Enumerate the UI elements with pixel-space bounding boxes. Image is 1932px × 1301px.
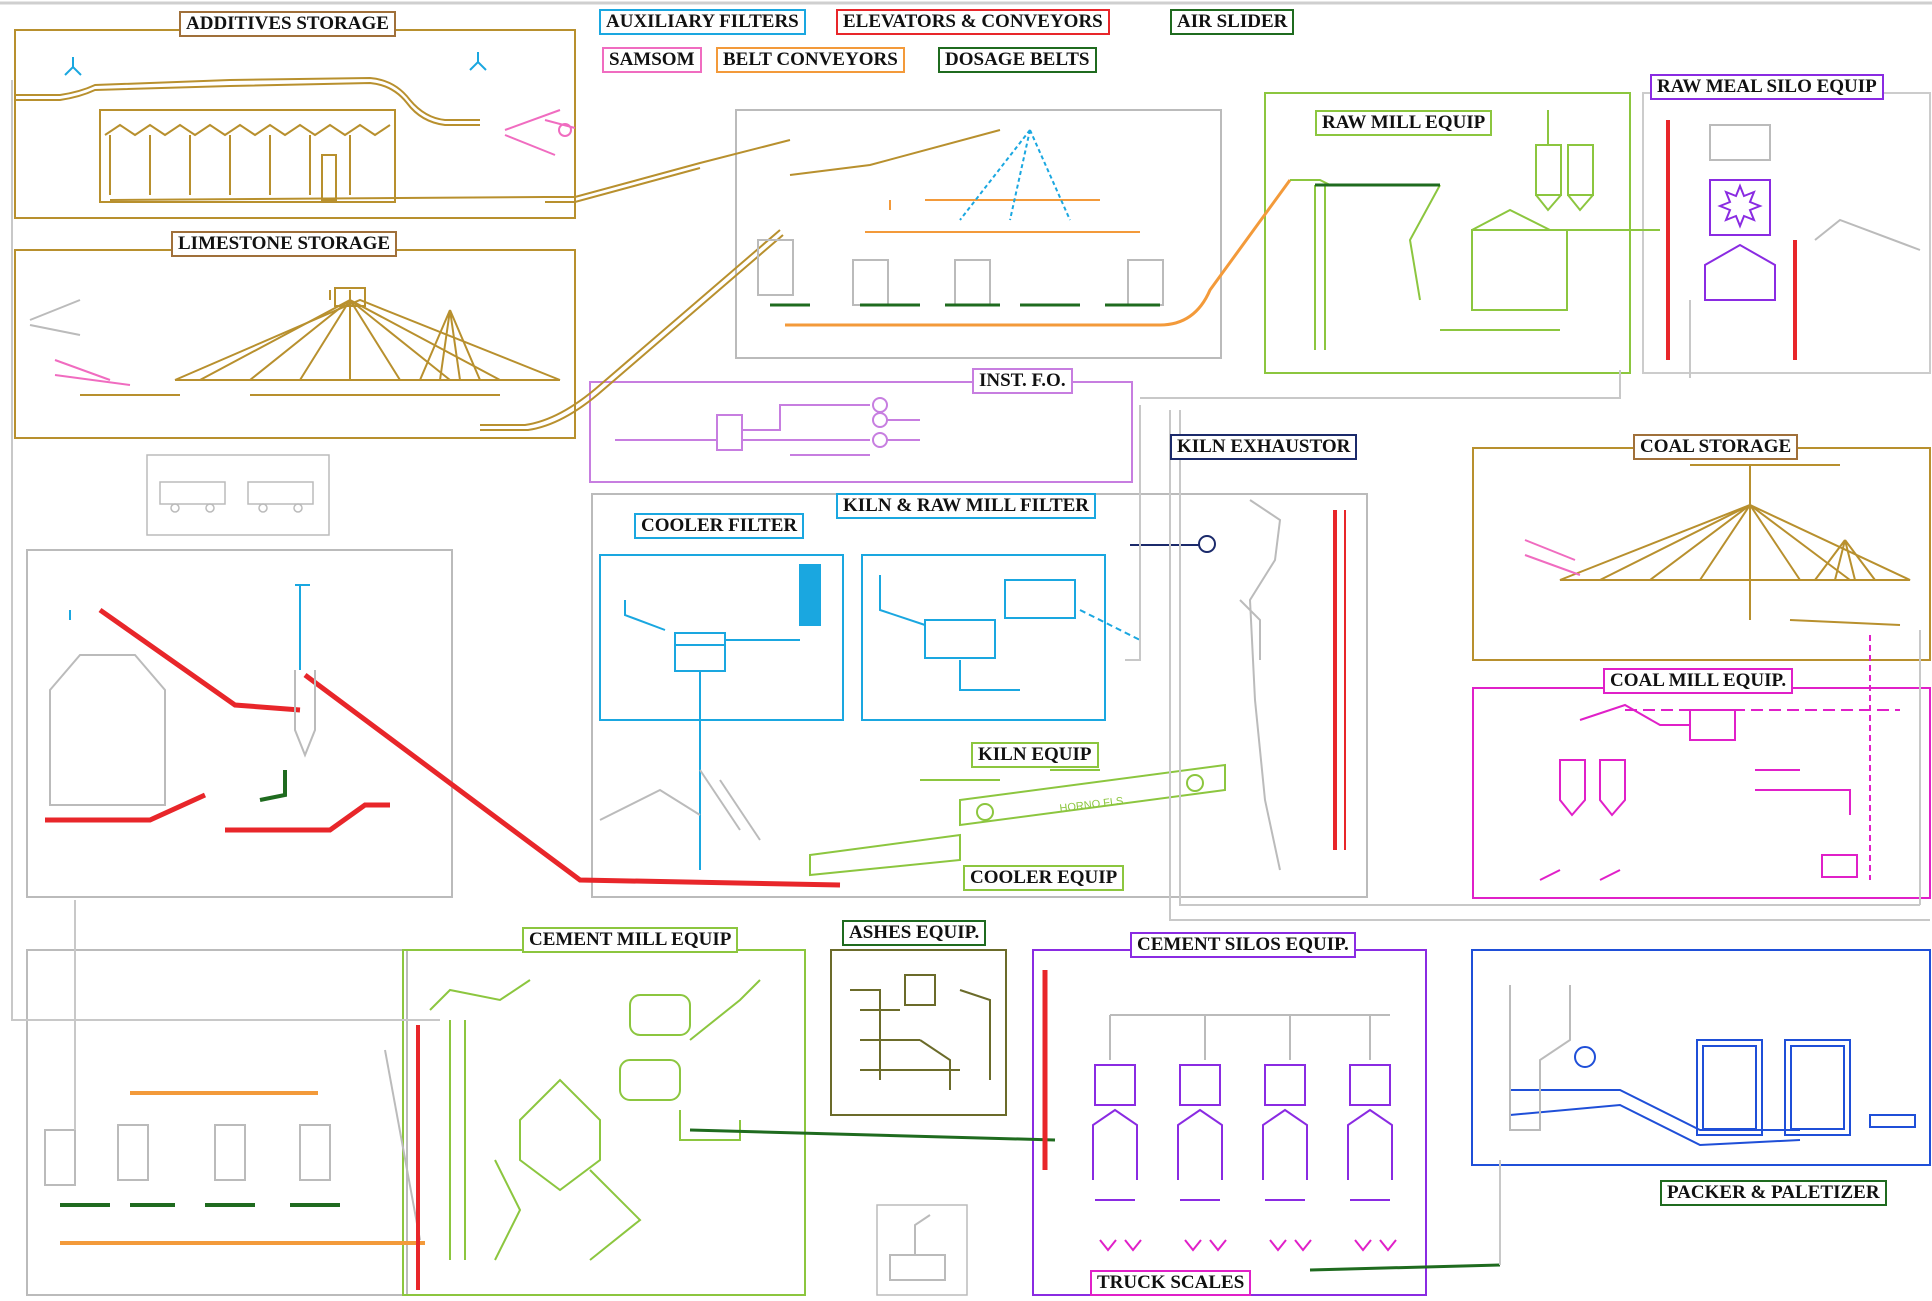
label-kiln-raw-mill-filter: KILN & RAW MILL FILTER xyxy=(836,493,1097,519)
inst-fo-frame xyxy=(589,381,1133,483)
limestone-storage-drawing xyxy=(80,229,784,431)
coal-storage-drawing xyxy=(1559,464,1911,880)
label-kiln-equip: KILN EQUIP xyxy=(971,742,1099,768)
additives-aux-filters xyxy=(64,52,487,76)
label-ashes-equip: ASHES EQUIP. xyxy=(842,920,987,946)
label-coal-mill-equip: COAL MILL EQUIP. xyxy=(1603,668,1794,694)
clinker-blue xyxy=(69,584,310,670)
raw-material-dosing xyxy=(757,129,1292,327)
label-raw-meal-silo-equip: RAW MEAL SILO EQUIP xyxy=(1650,74,1884,100)
ashes-frame xyxy=(830,949,1007,1116)
coal-mill-drawing xyxy=(1539,703,1900,881)
legend-air-slider: AIR SLIDER xyxy=(1170,9,1295,35)
additives-samsom xyxy=(504,109,576,156)
cooler-filter-drawing xyxy=(624,564,821,870)
coal-storage-samsom xyxy=(1524,539,1581,576)
ashes-drawing xyxy=(850,974,991,1090)
cement-mill-frame xyxy=(402,949,806,1296)
clinker-air-slider xyxy=(259,770,287,802)
packer-grey xyxy=(1509,985,1571,1131)
label-cooler-filter: COOLER FILTER xyxy=(634,513,805,539)
label-inst-fo: INST. F.O. xyxy=(972,368,1073,394)
cement-silos-frame xyxy=(1032,949,1427,1296)
label-cement-silos-equip: CEMENT SILOS EQUIP. xyxy=(1130,932,1356,958)
legend-dosage-belts: DOSAGE BELTS xyxy=(938,47,1097,73)
kiln-exhaustor-drawing xyxy=(1130,499,1346,871)
clinker-silo xyxy=(49,654,316,806)
scale-drawing xyxy=(889,1214,946,1281)
label-cement-mill-equip: CEMENT MILL EQUIP xyxy=(522,927,739,953)
cooler-filter-frame xyxy=(599,554,844,721)
inst-fo-drawing xyxy=(615,397,920,456)
limestone-grey xyxy=(29,299,81,336)
limestone-samsom xyxy=(54,359,131,386)
additives-dosage-frame xyxy=(26,949,408,1296)
legend-auxiliary-filters: AUXILIARY FILTERS xyxy=(599,9,806,35)
legend-elevators-conveyors: ELEVATORS & CONVEYORS xyxy=(836,9,1110,35)
cement-air-slider xyxy=(689,1128,1501,1272)
area-frames xyxy=(14,29,1931,1296)
cement-mill-drawing xyxy=(429,979,761,1261)
cooler-equip-drawing xyxy=(599,769,761,841)
label-additives-storage: ADDITIVES STORAGE xyxy=(179,11,396,37)
coal-mill-frame xyxy=(1472,687,1931,899)
clinker-frame xyxy=(26,549,453,898)
kiln-filter-frame xyxy=(861,554,1106,721)
raw-meal-silo-drawing xyxy=(1666,120,1921,360)
raw-mill-drawing xyxy=(1290,110,1660,350)
small-truck-frame xyxy=(146,454,330,536)
additives-dosage-drawing xyxy=(44,1049,425,1245)
label-kiln-exhaustor: KILN EXHAUSTOR xyxy=(1170,434,1358,460)
clinker-conveyors xyxy=(45,607,841,888)
packer-drawing xyxy=(1509,1039,1916,1147)
kiln-equip-drawing: HORNO FLS xyxy=(809,763,1226,877)
kiln-label: HORNO FLS xyxy=(1059,795,1124,815)
coal-storage-frame xyxy=(1472,447,1931,661)
raw-material-frame xyxy=(735,109,1222,359)
cement-silos-drawing xyxy=(1042,970,1397,1252)
trucks-drawing xyxy=(159,481,314,513)
neutral-pipes xyxy=(11,80,1930,1265)
raw-mill-frame xyxy=(1264,92,1631,374)
raw-meal-silo-frame xyxy=(1642,92,1931,374)
label-truck-scales: TRUCK SCALES xyxy=(1090,1270,1252,1296)
kiln-filter-drawing xyxy=(879,575,1141,691)
legend-belt-conveyors: BELT CONVEYORS xyxy=(716,47,905,73)
additives-storage-drawing xyxy=(15,76,791,203)
label-limestone-storage: LIMESTONE STORAGE xyxy=(171,231,398,257)
packer-frame xyxy=(1471,949,1931,1166)
label-packer-paletizer: PACKER & PALETIZER xyxy=(1660,1180,1887,1206)
small-scale-frame xyxy=(876,1204,968,1296)
label-cooler-equip: COOLER EQUIP xyxy=(963,865,1125,891)
label-raw-mill-equip: RAW MILL EQUIP xyxy=(1315,110,1493,136)
legend-samsom: SAMSOM xyxy=(602,47,702,73)
label-coal-storage: COAL STORAGE xyxy=(1633,434,1799,460)
